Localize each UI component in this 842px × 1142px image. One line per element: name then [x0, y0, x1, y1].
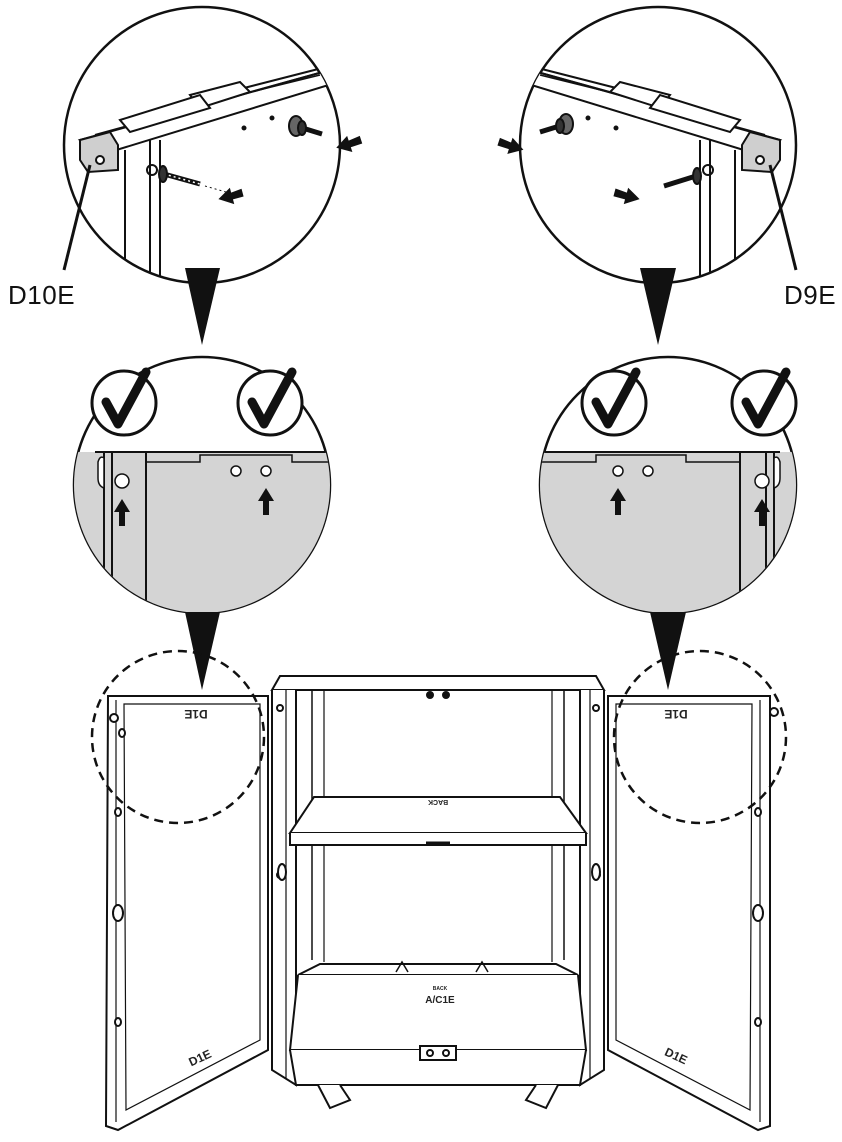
leader-line [62, 164, 92, 271]
arrow-icon [258, 488, 274, 515]
screw-icon [158, 165, 201, 187]
detail-circle-middle-right [538, 355, 798, 690]
right-door-top-mark: D1E [664, 707, 687, 721]
arrow-icon [497, 137, 524, 154]
arrow-icon [610, 488, 626, 515]
arrow-icon [336, 135, 363, 152]
pointer-triangle [650, 612, 686, 690]
right-door [591, 695, 779, 1132]
pointer-triangle [185, 268, 220, 345]
arrow-icon [754, 499, 770, 526]
part-label-left: D10E [8, 280, 76, 310]
arrow-icon [613, 187, 640, 205]
check-mark-icon [580, 367, 648, 437]
left-door [104, 695, 287, 1132]
shelf-mark: BACK [428, 798, 448, 805]
base-small-mark: BACK [433, 986, 448, 992]
pointer-triangle [640, 268, 676, 345]
detail-circle-top-left [62, 5, 363, 345]
check-mark-icon [730, 367, 798, 437]
highlight-circle-left [90, 649, 266, 825]
highlight-circle-right [612, 649, 788, 825]
leader-line [768, 164, 798, 271]
arrow-icon [218, 187, 244, 205]
base-main-mark: A/C1E [425, 995, 455, 1006]
part-label-right: D9E [784, 280, 837, 310]
arrow-icon [114, 499, 130, 526]
detail-circle-top-right [497, 5, 798, 345]
screw-icon [663, 167, 702, 189]
cabinet-body [270, 675, 606, 1110]
left-door-top-mark: D1E [184, 707, 207, 721]
pointer-triangle [185, 612, 220, 690]
check-mark-icon [236, 367, 304, 437]
screw-icon [288, 115, 323, 137]
screw-icon [539, 113, 574, 135]
check-mark-icon [90, 367, 158, 437]
